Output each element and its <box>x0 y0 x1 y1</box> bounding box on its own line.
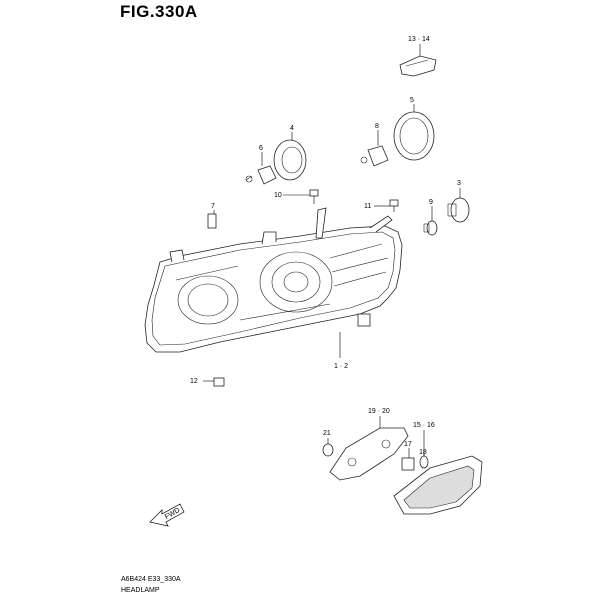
part-side-marker-small <box>399 55 437 77</box>
fwd-label: FWD <box>164 507 181 521</box>
callout-18: 18 <box>419 449 427 456</box>
part-bulb-h9 <box>360 145 389 167</box>
leader-lines <box>203 44 461 458</box>
callout-11: 11 <box>364 203 371 210</box>
part-bolt-10 <box>309 189 319 204</box>
figure-title: FIG.330A <box>120 2 198 21</box>
part-bolt-11 <box>389 199 399 212</box>
part-socket-17 <box>401 457 415 471</box>
callout-13-14: 13 · 14 <box>408 36 430 43</box>
fwd-arrow: FWD <box>149 503 185 527</box>
part-cap-ring <box>393 111 435 161</box>
part-bulb-w5w <box>207 213 217 229</box>
part-socket <box>447 197 470 223</box>
figure-name: HEADLAMP <box>121 587 160 594</box>
part-cover-cap <box>273 139 307 181</box>
headlamp-assembly <box>144 207 403 353</box>
callout-8: 8 <box>375 123 379 130</box>
callout-12: 12 <box>190 378 198 385</box>
callout-19-20: 19 · 20 <box>368 408 390 415</box>
part-bulb-18 <box>419 455 429 469</box>
callout-10: 10 <box>274 192 282 199</box>
callout-4: 4 <box>290 125 294 132</box>
figure-code: A6B424 E33_330A <box>121 576 181 583</box>
callout-15-16: 15 · 16 <box>413 422 435 429</box>
callout-21: 21 <box>323 430 331 437</box>
callout-17: 17 <box>404 441 412 448</box>
callout-5: 5 <box>410 97 414 104</box>
part-clip <box>322 443 334 457</box>
callout-7: 7 <box>211 203 215 210</box>
callout-6: 6 <box>259 145 263 152</box>
callout-9: 9 <box>429 199 433 206</box>
part-bulb-h7 <box>245 165 277 185</box>
part-side-turn-lamp <box>393 455 483 515</box>
part-bracket <box>329 427 409 481</box>
part-bulb-t20 <box>423 220 438 236</box>
callout-3: 3 <box>457 180 461 187</box>
callout-1-2: 1 · 2 <box>334 363 348 370</box>
part-bolt-12 <box>213 377 225 387</box>
